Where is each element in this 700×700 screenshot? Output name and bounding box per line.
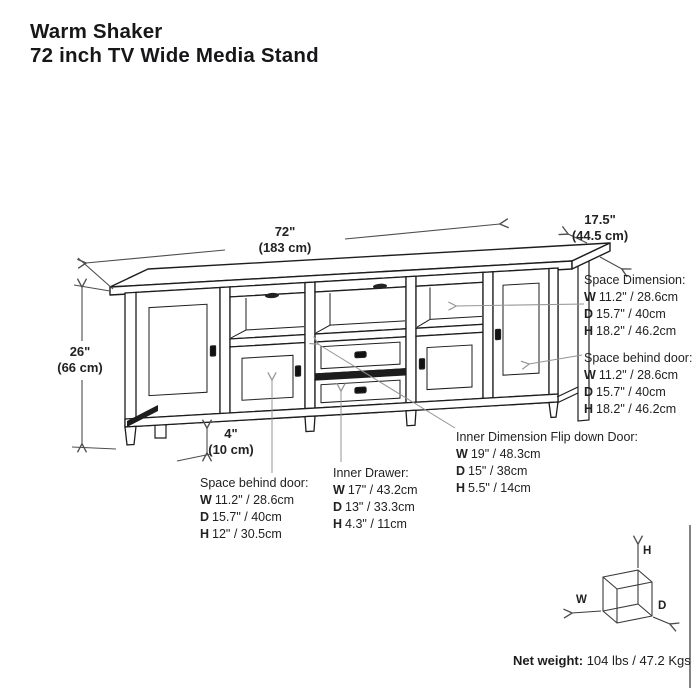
front-feet bbox=[124, 401, 559, 446]
net-weight-label: Net weight: bbox=[513, 653, 584, 668]
callout-title: Inner Drawer: bbox=[333, 466, 409, 480]
leader-space-behind-door-right bbox=[529, 354, 583, 364]
callout-title: Space behind door: bbox=[584, 351, 693, 365]
height-dim-label: 26" (66 cm) bbox=[57, 344, 103, 375]
callout-title: Space Dimension: bbox=[584, 273, 686, 287]
net-weight: Net weight: 104 lbs / 47.2 Kgs bbox=[513, 653, 691, 668]
product-collection: Warm Shaker bbox=[30, 20, 163, 43]
dimension-lines bbox=[71, 224, 622, 462]
clearance-dim-label: 4" (10 cm) bbox=[208, 426, 254, 457]
callout-title: Space behind door: bbox=[200, 476, 309, 490]
extension-tick bbox=[73, 284, 111, 292]
side-stretchers bbox=[127, 386, 579, 427]
open-shelf-center bbox=[314, 286, 407, 335]
center-section bbox=[314, 276, 407, 409]
callout-title: Inner Dimension Flip down Door: bbox=[456, 430, 639, 444]
cube-w-axis bbox=[572, 611, 602, 613]
extension-tick bbox=[176, 453, 212, 462]
net-weight-value: 104 lbs / 47.2 Kgs bbox=[586, 653, 691, 668]
leader-lines bbox=[272, 304, 585, 473]
cube-h-label: H bbox=[643, 545, 652, 557]
cube-d-label: D bbox=[658, 600, 667, 612]
right-door-handle bbox=[494, 328, 502, 341]
cube-d-axis bbox=[652, 616, 670, 624]
dimension-cube-icon bbox=[572, 544, 670, 624]
width-dim-label: 72" (183 cm) bbox=[258, 224, 312, 255]
width-dim-line-left bbox=[86, 249, 226, 263]
cable-hole bbox=[265, 292, 279, 299]
drawer-handle bbox=[354, 386, 367, 394]
cube-w-label: W bbox=[576, 594, 587, 606]
width-dim-line-right bbox=[344, 224, 500, 240]
left-door-handle bbox=[209, 345, 217, 357]
depth-dim-label: 17.5" (44.5 cm) bbox=[571, 212, 629, 243]
extension-tick bbox=[77, 257, 114, 290]
leader-flip-down-door bbox=[318, 344, 456, 429]
depth-dim-arrow-upper bbox=[568, 234, 588, 244]
middle-right-section bbox=[415, 271, 484, 403]
right-tall-door bbox=[492, 267, 550, 399]
middle-right-door-handle bbox=[418, 358, 426, 370]
middle-left-door-handle bbox=[294, 365, 302, 377]
flip-door-handle bbox=[354, 351, 367, 359]
cable-hole bbox=[373, 283, 387, 289]
product-name: 72 inch TV Wide Media Stand bbox=[30, 44, 319, 67]
extension-tick bbox=[71, 446, 117, 450]
left-tall-door bbox=[135, 286, 221, 420]
depth-dim-arrow-lower bbox=[599, 256, 622, 269]
page-title: Warm Shaker 72 inch TV Wide Media Stand bbox=[30, 20, 319, 68]
middle-left-section bbox=[229, 281, 306, 414]
leader-space-dimension bbox=[456, 304, 585, 306]
top-surface bbox=[109, 242, 611, 296]
